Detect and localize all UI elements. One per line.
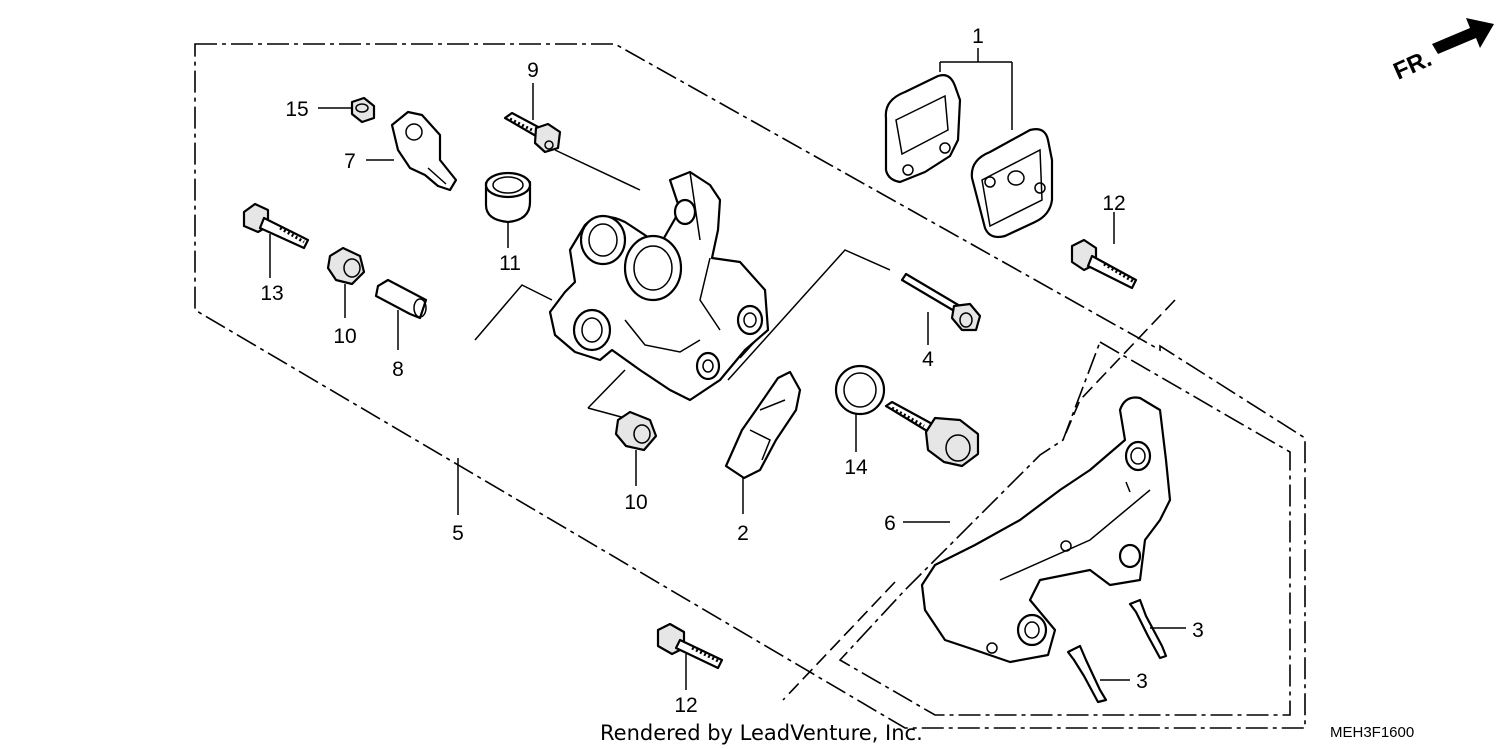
callout-15: 15 (285, 98, 308, 121)
diagram-code: MEH3F1600 (1330, 724, 1414, 741)
retainer-3-lower-illustration (1066, 644, 1108, 704)
callout-13: 13 (260, 282, 283, 305)
callout-labels: 1 2 3 3 4 5 6 7 8 9 10 10 11 12 12 13 14… (260, 25, 1204, 717)
render-credit: Rendered by LeadVenture, Inc. (600, 721, 923, 745)
callout-11: 11 (499, 252, 521, 275)
pad-spring-2-illustration (724, 370, 802, 480)
callout-6: 6 (884, 512, 896, 535)
caliper-body-illustration (548, 170, 770, 402)
callout-12-upper: 12 (1102, 192, 1125, 215)
callout-5: 5 (452, 522, 464, 545)
callout-3-lower: 3 (1136, 670, 1148, 693)
callout-12-lower: 12 (674, 694, 697, 717)
nut-15-illustration (350, 96, 376, 124)
callout-10-upper: 10 (333, 325, 356, 348)
bolt-12-lower-illustration (656, 622, 724, 670)
brake-pads-1-illustration (884, 74, 1054, 239)
sleeve-11-illustration (484, 171, 532, 224)
callout-1: 1 (972, 25, 984, 48)
nut-10-upper-illustration (326, 246, 366, 286)
inner-leader-boundaries (474, 149, 896, 701)
bracket-6-illustration (920, 396, 1172, 664)
bolt-13-illustration (242, 202, 310, 250)
hose-guide-7-illustration (390, 110, 458, 192)
callout-8: 8 (392, 358, 404, 381)
callout-2: 2 (737, 522, 749, 545)
leader-lines (269, 48, 1186, 690)
retainer-3-upper-illustration (1128, 598, 1168, 660)
bracket-assembly-boundary (838, 299, 1291, 716)
slide-pin-4-illustration (900, 272, 982, 332)
callout-9: 9 (527, 59, 539, 82)
bolt-12-upper-illustration (1070, 238, 1138, 290)
pin-8-illustration (374, 278, 428, 320)
bleeder-valve-9-illustration (503, 111, 562, 154)
front-direction-arrow-icon (1432, 18, 1494, 54)
caliper-assembly-boundary (194, 43, 1306, 729)
callout-7: 7 (344, 150, 356, 173)
seal-14-illustration (834, 364, 886, 416)
callout-4: 4 (922, 348, 934, 371)
pin-boot-illustration (884, 400, 980, 468)
nut-10-lower-illustration (614, 410, 658, 452)
callout-10-lower: 10 (624, 491, 647, 514)
callout-3-upper: 3 (1192, 619, 1204, 642)
direction-label: FR. (1389, 45, 1435, 85)
callout-14: 14 (844, 456, 868, 479)
